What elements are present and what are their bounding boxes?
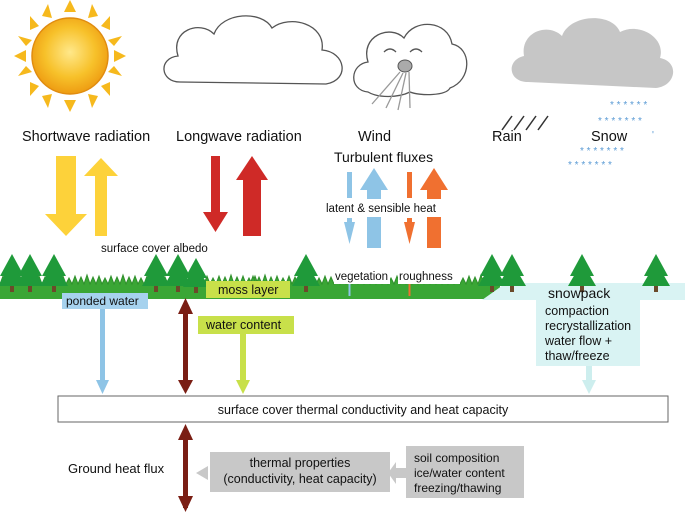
ponded-water-box bbox=[62, 293, 148, 309]
shortwave-label: Shortwave radiation bbox=[22, 129, 150, 145]
snowpack-title: snowpack bbox=[548, 285, 611, 301]
snowpack-line-3: water flow + bbox=[544, 334, 612, 348]
ponded-water-label: ponded water bbox=[66, 294, 139, 308]
moss-ground-arrow bbox=[178, 298, 193, 394]
soil-composition-box bbox=[406, 446, 524, 498]
soil-line-3: freezing/thawing bbox=[414, 481, 501, 495]
soil-line-2: ice/water content bbox=[414, 466, 505, 480]
snow-label: Snow bbox=[591, 129, 628, 145]
sun-icon bbox=[14, 0, 126, 112]
snowflake-icons: * * * * * * * * * * * * * * * * * * * * … bbox=[568, 100, 654, 171]
svg-text:* * * * * * *: * * * * * * * bbox=[598, 116, 642, 127]
longwave-label: Longwave radiation bbox=[176, 129, 302, 145]
wind-label: Wind bbox=[358, 129, 391, 145]
latent-sensible-label: latent & sensible heat bbox=[326, 203, 437, 215]
ground-heat-flux-label: Ground heat flux bbox=[68, 461, 165, 476]
thermal-properties-box bbox=[210, 452, 390, 492]
thermal-line-2: (conductivity, heat capacity) bbox=[223, 472, 376, 486]
rain-cloud-icon bbox=[511, 18, 674, 88]
conductivity-box bbox=[57, 395, 669, 423]
snowpack-line-2: recrystallization bbox=[545, 319, 631, 333]
ponded-water-arrow bbox=[96, 309, 109, 394]
snowpack-arrow bbox=[582, 366, 596, 394]
snowpack-line-1: compaction bbox=[545, 304, 609, 318]
svg-text:* * * * * *: * * * * * * bbox=[610, 100, 647, 111]
albedo-label: surface cover albedo bbox=[101, 243, 208, 255]
wind-cloud-icon bbox=[353, 23, 468, 111]
water-content-arrow bbox=[236, 334, 250, 394]
svg-text:* * * * * * *: * * * * * * * bbox=[580, 146, 624, 157]
tree-icons bbox=[0, 254, 670, 293]
cloud-icon bbox=[163, 15, 343, 85]
conductivity-label: surface cover thermal conductivity and h… bbox=[218, 403, 509, 417]
turbulent-fluxes-label: Turbulent fluxes bbox=[334, 149, 433, 165]
moss-layer-box bbox=[206, 281, 290, 298]
longwave-arrows bbox=[203, 156, 268, 236]
ground-heat-flux-arrow bbox=[178, 424, 193, 512]
rain-label: Rain bbox=[492, 129, 522, 145]
moss-layer-label: moss layer bbox=[218, 283, 278, 297]
soil-line-1: soil composition bbox=[414, 451, 499, 465]
vegetation-label: vegetation bbox=[335, 271, 388, 283]
snowpack-line-4: thaw/freeze bbox=[545, 349, 610, 363]
shortwave-arrows bbox=[45, 156, 118, 236]
water-content-box bbox=[198, 316, 294, 334]
rain-icon bbox=[501, 115, 549, 131]
soil-thermal-arrow bbox=[196, 462, 406, 484]
roughness-label: roughness bbox=[399, 271, 453, 283]
svg-text:* * * * * * *: * * * * * * * bbox=[568, 160, 612, 171]
water-content-label: water content bbox=[205, 318, 282, 332]
svg-text:': ' bbox=[652, 130, 654, 141]
snowpack-layer bbox=[482, 283, 685, 366]
thermal-line-1: thermal properties bbox=[250, 456, 351, 470]
